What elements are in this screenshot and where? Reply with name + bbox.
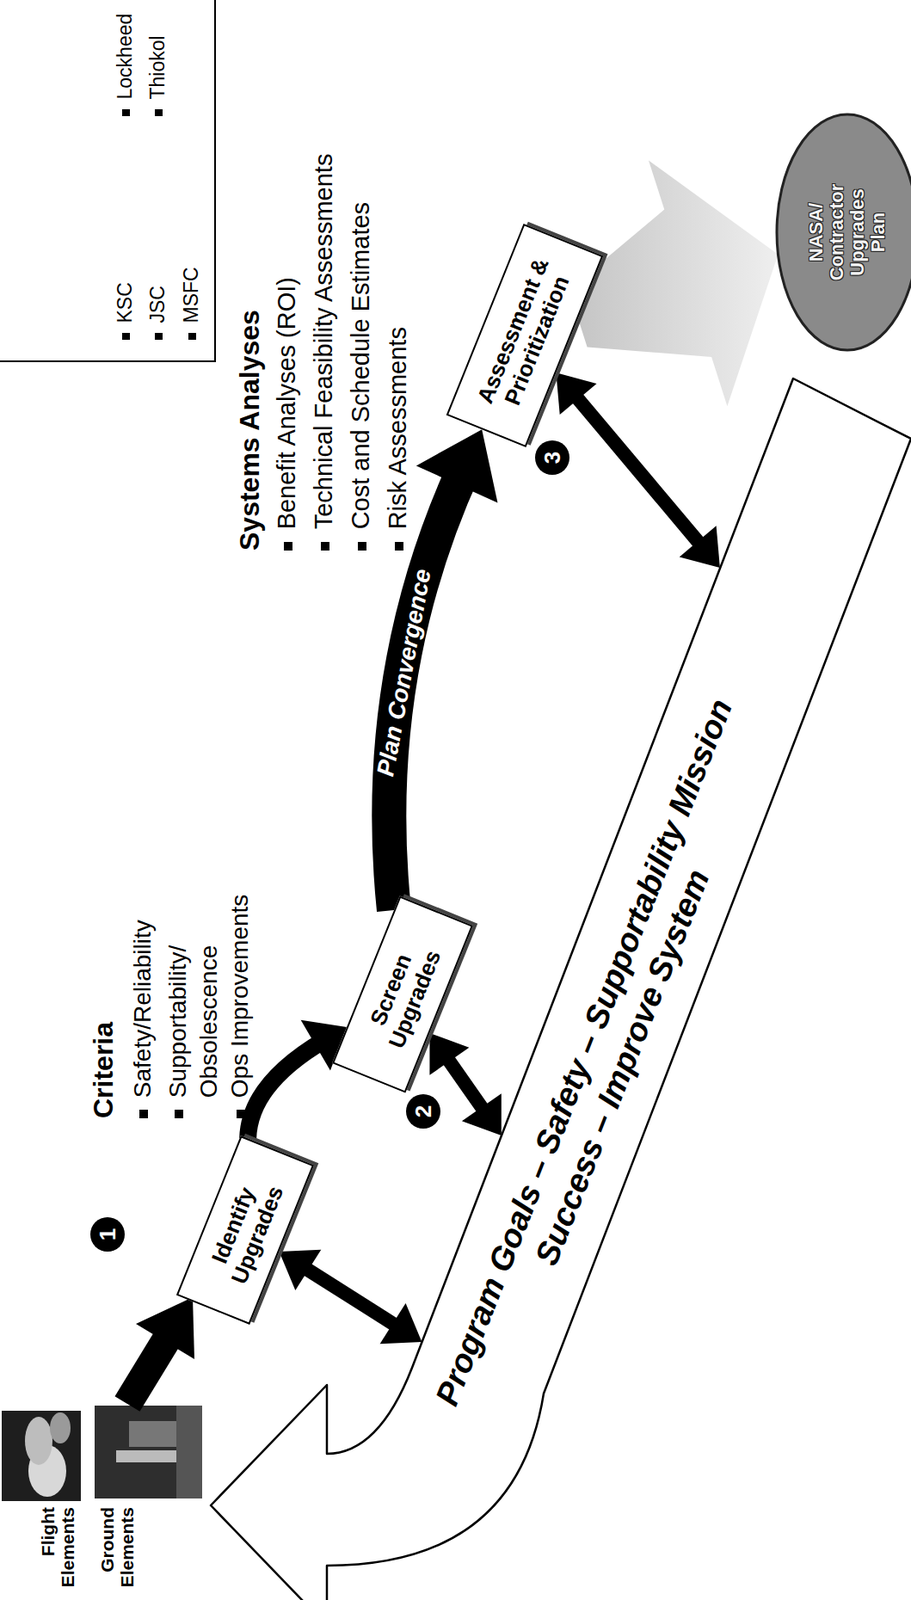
arrow-shaft <box>302 1266 400 1328</box>
element-label: Ground Elements <box>97 1507 137 1600</box>
organization-item: Lockheed <box>111 13 138 117</box>
band-slogan: Program Goals – Safety – Supportability … <box>419 676 788 1443</box>
organization-item: MSFC <box>178 266 204 340</box>
arrow-head <box>279 1249 322 1291</box>
input-arrow-head <box>135 1297 195 1360</box>
contractor-list-box <box>0 0 216 362</box>
arrow-head <box>679 525 721 568</box>
exhaust-plume <box>49 1412 71 1444</box>
criteria-item: Supportability/ Obsolescence <box>162 865 225 1119</box>
photo-frame <box>1 1410 81 1502</box>
band-outline <box>206 369 911 1600</box>
analysis-item: Benefit Analyses (ROI) <box>269 276 304 551</box>
launch-pad <box>176 1405 203 1499</box>
section-heading: Systems Analyses <box>232 309 267 551</box>
oval-label: NASA/ Contractor Upgrades Plan <box>806 167 889 297</box>
hollow-arrow-shape <box>210 378 911 1600</box>
analysis-item: Cost and Schedule Estimates <box>343 202 378 551</box>
callout-number: 3 <box>535 440 570 475</box>
organization-item: JSC <box>144 285 171 340</box>
flow-arrow <box>247 1020 347 1139</box>
arrow-head <box>555 372 597 415</box>
organization-item: KSC <box>111 282 138 340</box>
organization-item: Thiokol <box>144 35 171 117</box>
arrow-head <box>461 1093 502 1136</box>
element-label: Flight Elements <box>37 1507 78 1600</box>
output-fan-arrow <box>568 160 778 407</box>
ground-photo <box>94 1405 203 1499</box>
arrow-head <box>429 1033 469 1076</box>
arrow-head <box>380 1303 423 1344</box>
input-arrow-shaft <box>127 1337 168 1404</box>
callout-number: 2 <box>406 1094 441 1129</box>
fan-shape <box>568 160 778 407</box>
box-label: Identify Upgrades <box>191 1148 298 1312</box>
edge-label: Plan Convergence <box>371 566 437 779</box>
analysis-item: Technical Feasibility Assessments <box>306 153 341 551</box>
double-arrow <box>429 1033 501 1136</box>
double-arrow <box>279 1249 423 1345</box>
section-heading: Criteria <box>86 1021 121 1119</box>
exhaust-plume <box>24 1416 53 1465</box>
callout-number: 1 <box>90 1217 125 1252</box>
plan-oval: NASA/ Contractor Upgrades Plan <box>774 111 911 353</box>
oval-shape <box>776 114 911 351</box>
photo-frame <box>94 1405 203 1499</box>
arrow-shaft <box>247 1040 326 1139</box>
arrow-head <box>416 429 499 503</box>
criteria-item: Safety/Reliability <box>127 919 159 1119</box>
criteria-item: Ops Improvements <box>224 894 256 1119</box>
analysis-item: Risk Assessments <box>380 326 415 551</box>
arrow-shaft <box>445 1055 487 1114</box>
flight-photo <box>1 1410 81 1502</box>
process-box: Assessment & Prioritization <box>446 223 604 448</box>
feedback-arrow-band: Program Goals – Safety – Supportability … <box>206 369 911 1600</box>
double-arrow <box>555 372 720 568</box>
process-box: Identify Upgrades <box>176 1135 314 1325</box>
arrow-shaft <box>573 393 702 548</box>
